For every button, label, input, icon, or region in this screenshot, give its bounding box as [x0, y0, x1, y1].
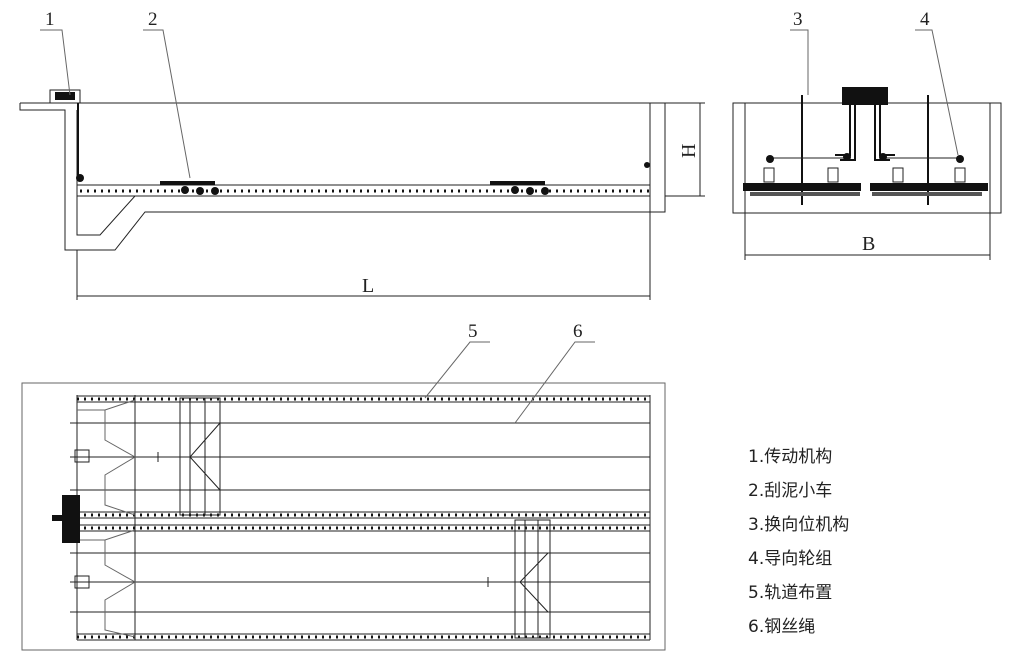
elevation-view: 1 2 L H	[19, 9, 705, 300]
callout-6: 6	[573, 321, 583, 342]
callout-2: 2	[148, 9, 158, 30]
callout-4: 4	[920, 9, 930, 30]
tank-outline	[19, 102, 666, 251]
scraper-cart-icon	[490, 181, 549, 195]
legend-item: 2.刮泥小车	[748, 481, 833, 501]
legend: 1.传动机构 2.刮泥小车 3.换向位机构 4.导向轮组 5.轨道布置 6.钢丝…	[748, 440, 849, 644]
cross-section-view: B 3 4	[732, 9, 1002, 260]
track-layout	[77, 395, 650, 641]
drive-mechanism-plan-icon	[62, 495, 80, 543]
scraper-cart-plan	[155, 397, 222, 516]
guide-wheel-icon	[956, 155, 964, 163]
legend-item: 3.换向位机构	[748, 515, 850, 535]
wire-rope-lines	[70, 422, 650, 613]
scraper-cart-icon	[160, 181, 219, 195]
legend-item: 6.钢丝绳	[748, 617, 816, 637]
dimension-L: L	[362, 275, 374, 297]
plan-view: 5 6	[21, 321, 666, 651]
dimension-B: B	[862, 233, 875, 255]
scraper-cart-plan	[485, 519, 552, 639]
callout-3: 3	[793, 9, 803, 30]
reversing-mechanism-icon	[842, 87, 888, 105]
drive-mechanism-icon	[49, 89, 81, 104]
legend-item: 5.轨道布置	[748, 583, 833, 603]
legend-item: 1.传动机构	[748, 447, 833, 467]
callout-5: 5	[468, 321, 478, 342]
callout-1: 1	[45, 9, 55, 30]
dimension-H: H	[678, 144, 700, 158]
legend-item: 4.导向轮组	[748, 549, 833, 569]
